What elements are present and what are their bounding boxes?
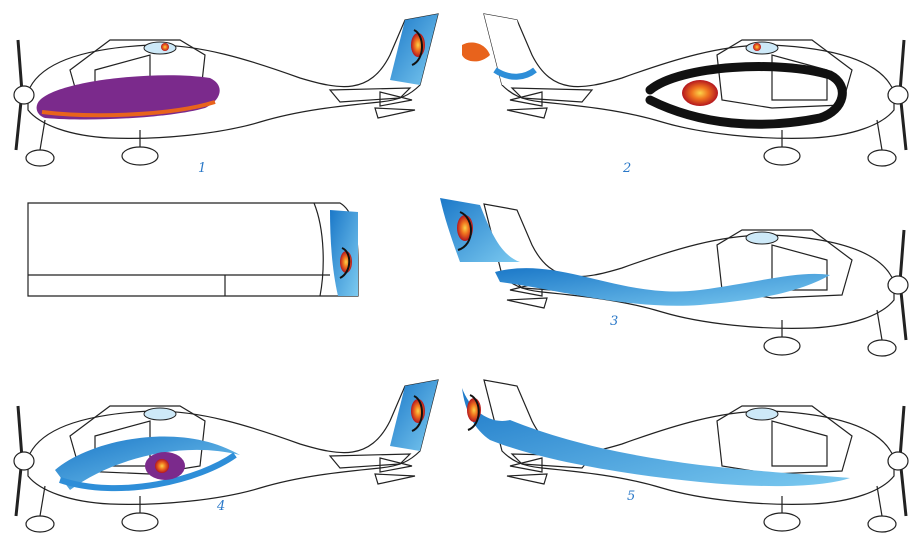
design-4-label: 4 — [216, 499, 225, 514]
spinner — [13, 85, 35, 105]
aircraft-design-2 — [483, 13, 909, 167]
landing-gear — [39, 119, 141, 155]
livery-3 — [440, 198, 830, 306]
design-1-label: 1 — [198, 161, 206, 176]
design-5-label: 5 — [627, 489, 635, 504]
aircraft-design-1 — [13, 13, 439, 167]
livery-5 — [462, 388, 850, 487]
fuselage-outline — [27, 13, 439, 139]
wing-planform — [27, 202, 359, 297]
livery-4 — [55, 380, 438, 492]
livery-1 — [36, 14, 438, 120]
design-2-label: 2 — [622, 161, 631, 176]
aircraft-design-5 — [483, 379, 909, 533]
stabilizer — [328, 87, 412, 103]
livery-2 — [462, 14, 847, 129]
wingtip-livery — [330, 210, 358, 296]
design-3-label: 3 — [610, 314, 618, 329]
